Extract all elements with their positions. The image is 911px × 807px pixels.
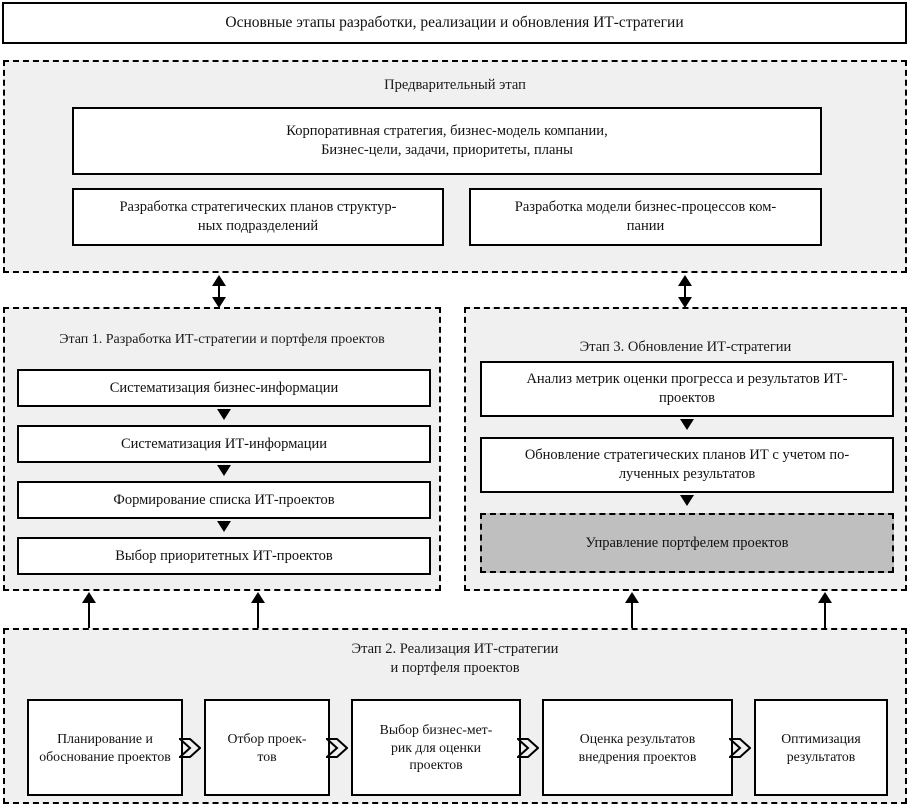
node-form-it-project-list: Формирование списка ИТ-проектов bbox=[17, 481, 431, 519]
node-project-selection: Отбор проек-тов bbox=[204, 699, 330, 796]
chevron-right-icon-2 bbox=[326, 738, 348, 758]
node-planning-and-justification: Планирование и обоснование проектов bbox=[27, 699, 183, 796]
arrowhead-down-icon bbox=[680, 495, 694, 506]
arrowhead-down-icon bbox=[680, 419, 694, 430]
arrowhead-up-icon bbox=[678, 275, 692, 286]
arrowhead-up-icon bbox=[212, 275, 226, 286]
node-systematize-it-info: Систематизация ИТ-информации bbox=[17, 425, 431, 463]
node-corporate-strategy: Корпоративная стратегия, бизнес-модель к… bbox=[72, 107, 822, 175]
page-title: Основные этапы разработки, реализации и … bbox=[225, 14, 684, 31]
stage-3-heading: Этап 3. Обновление ИТ-стратегии bbox=[579, 339, 792, 355]
node-analyze-progress-metrics: Анализ метрик оценки прогресса и результ… bbox=[480, 361, 894, 417]
stage-preliminary-heading: Предварительный этап bbox=[384, 77, 526, 93]
arrowhead-up-icon bbox=[82, 592, 96, 603]
node-systematize-business-info: Систематизация бизнес-информации bbox=[17, 369, 431, 407]
chevron-right-icon-4 bbox=[729, 738, 751, 758]
arrowhead-down-icon bbox=[217, 465, 231, 476]
node-optimize-results: Оптимизация результатов bbox=[754, 699, 888, 796]
connector-line bbox=[218, 284, 221, 302]
stage-1: Этап 1. Разработка ИТ-стратегии и портфе… bbox=[3, 307, 441, 591]
arrowhead-down-icon bbox=[217, 409, 231, 420]
arrowhead-up-icon bbox=[818, 592, 832, 603]
chevron-right-icon-1 bbox=[179, 738, 201, 758]
chevron-right-icon-3 bbox=[517, 738, 539, 758]
arrowhead-down-icon bbox=[678, 297, 692, 308]
node-project-portfolio-management: Управление портфелем проектов bbox=[480, 513, 894, 573]
arrowhead-down-icon bbox=[217, 521, 231, 532]
arrowhead-down-icon bbox=[212, 297, 226, 308]
connector-line bbox=[684, 284, 687, 302]
stage-3: Этап 3. Обновление ИТ-стратегии Анализ м… bbox=[464, 307, 907, 591]
node-evaluate-implementation-results: Оценка результатов внедрения проектов bbox=[542, 699, 733, 796]
stage-1-heading: Этап 1. Разработка ИТ-стратегии и портфе… bbox=[59, 332, 385, 347]
node-business-process-model: Разработка модели бизнес-процессов ком-п… bbox=[469, 188, 822, 246]
stage-preliminary: Предварительный этап Корпоративная страт… bbox=[3, 60, 907, 273]
diagram-title: Основные этапы разработки, реализации и … bbox=[2, 2, 907, 44]
arrowhead-up-icon bbox=[625, 592, 639, 603]
node-update-it-strategic-plans: Обновление стратегических планов ИТ с уч… bbox=[480, 437, 894, 493]
arrowhead-up-icon bbox=[251, 592, 265, 603]
node-strategic-plans-units: Разработка стратегических планов структу… bbox=[72, 188, 444, 246]
node-select-priority-it-projects: Выбор приоритетных ИТ-проектов bbox=[17, 537, 431, 575]
